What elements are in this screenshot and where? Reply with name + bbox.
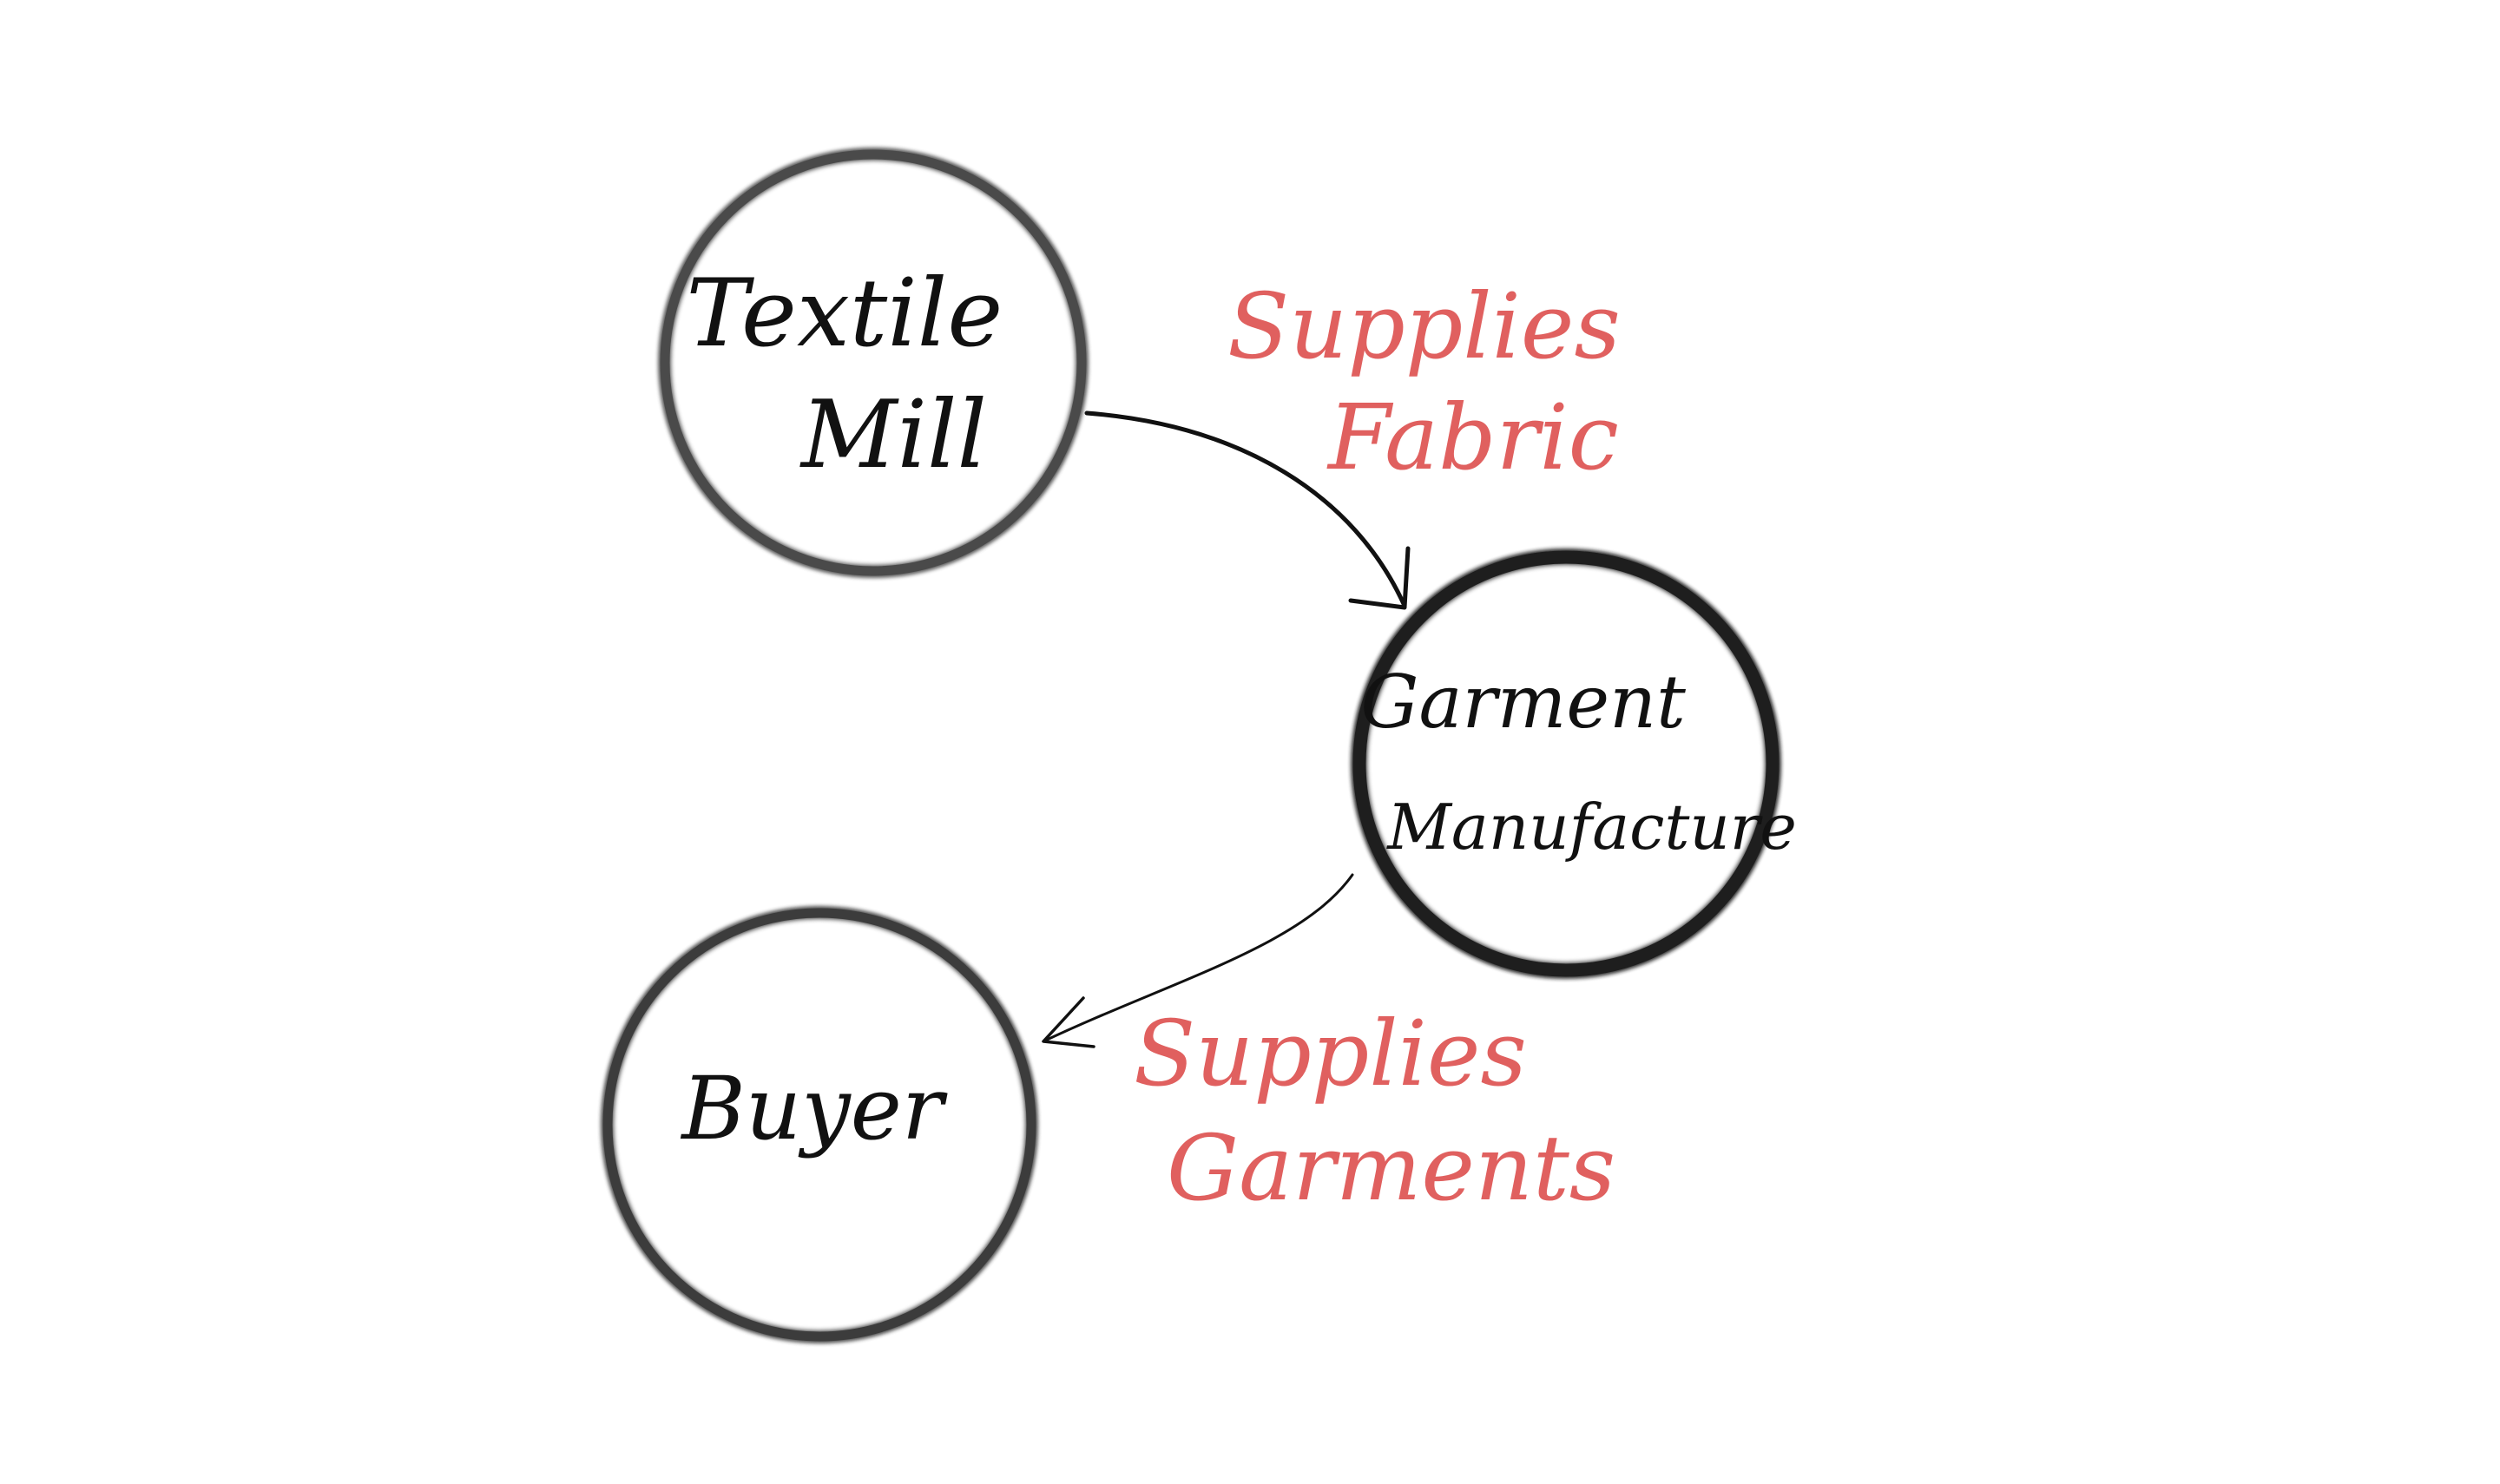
node-textile-mill-label: Textile Mill xyxy=(686,259,1032,489)
node-garment-manufacture: Garment Manufacture xyxy=(1351,548,1797,979)
arrowhead-garments-icon xyxy=(1042,996,1095,1048)
node-buyer-ring xyxy=(602,908,1036,1342)
node-buyer-line-1: Buyer xyxy=(680,1058,948,1159)
edge-garments xyxy=(1042,873,1354,1048)
arrowhead-fabric-icon xyxy=(1348,546,1411,610)
node-garment-manufacture-line-2: Manufacture xyxy=(1385,791,1797,863)
node-garment-manufacture-line-1: Garment xyxy=(1360,660,1686,745)
node-textile-mill: Textile Mill xyxy=(658,148,1089,578)
node-textile-mill-line-1: Textile xyxy=(686,259,1003,368)
node-buyer: Buyer xyxy=(601,906,1038,1343)
node-garment-manufacture-ring xyxy=(1352,550,1780,977)
edge-garments-label: Supplies Garments xyxy=(1134,1001,1615,1221)
edge-fabric-label-line-1: Supplies xyxy=(1227,273,1621,379)
node-garment-manufacture-label: Garment Manufacture xyxy=(1360,660,1796,863)
edge-garments-label-line-2: Garments xyxy=(1167,1115,1615,1221)
arrow-fabric xyxy=(1084,410,1407,608)
edge-garments-label-line-1: Supplies xyxy=(1134,1001,1527,1106)
edge-fabric-label: Supplies Fabric xyxy=(1227,273,1649,490)
arrow-garments xyxy=(1042,873,1354,1043)
node-textile-mill-ring xyxy=(660,149,1087,576)
edge-fabric xyxy=(1084,410,1411,610)
edge-fabric-label-line-2: Fabric xyxy=(1326,384,1619,490)
node-buyer-label: Buyer xyxy=(680,1058,948,1159)
node-textile-mill-line-2: Mill xyxy=(799,381,987,489)
